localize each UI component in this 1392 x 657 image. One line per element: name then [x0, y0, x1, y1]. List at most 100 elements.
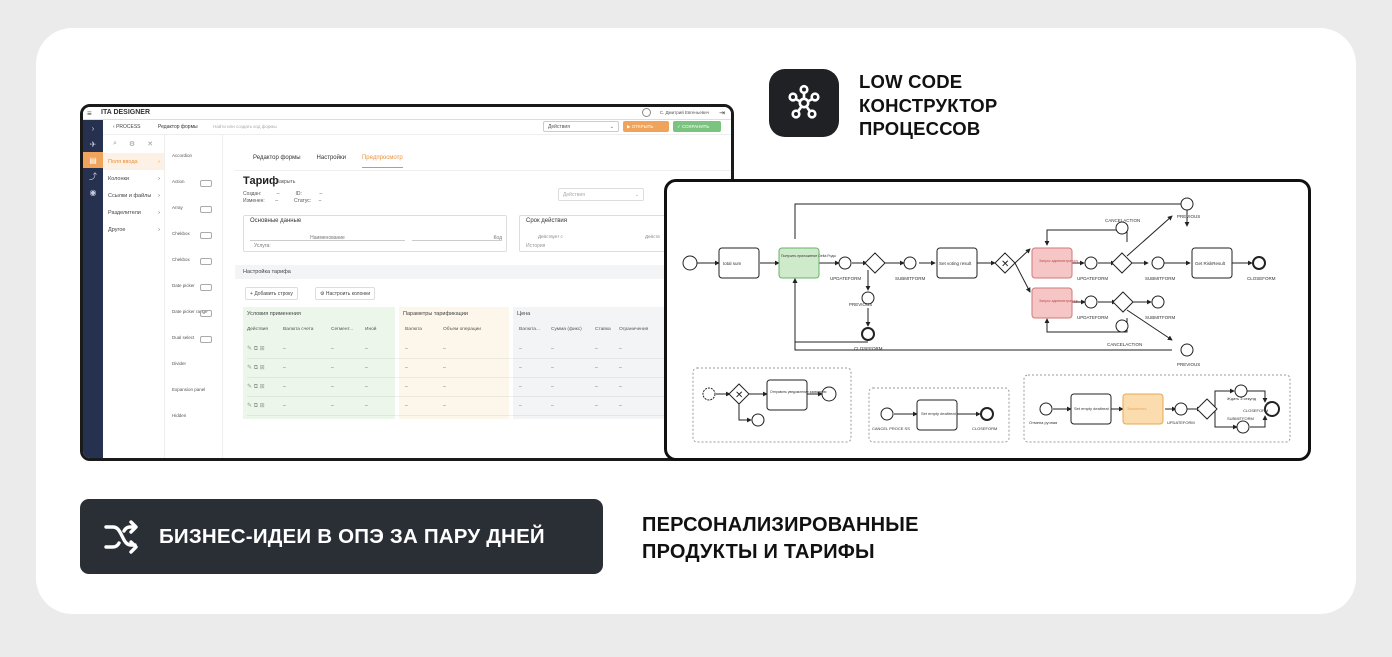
user-avatar-icon	[642, 108, 651, 117]
save-button[interactable]: ✓ СОХРАНИТЬ	[673, 121, 721, 132]
palette-item[interactable]: Date picker	[165, 281, 222, 307]
tab-settings[interactable]: Настройки	[316, 155, 346, 161]
event-previous-3	[1180, 343, 1194, 357]
palette-item[interactable]: Dual select	[165, 333, 222, 359]
edge-label: CLOSEFORM	[1243, 408, 1268, 413]
task-delta	[778, 247, 820, 279]
palette-item[interactable]: Array	[165, 203, 222, 229]
actions-select[interactable]: Действия⌄	[543, 121, 619, 132]
settings-icon[interactable]: ⚙	[128, 141, 136, 148]
tariff-settings-label: Настройка тарифа	[243, 269, 291, 275]
table-cell: –	[443, 403, 446, 409]
rail-eye-icon[interactable]: ◉	[89, 187, 97, 197]
history-link[interactable]: История	[526, 243, 546, 249]
sub2-start	[880, 407, 894, 421]
edge-label: SUBMITFORM	[895, 276, 925, 281]
designer-toolbar: ‹ PROCESS Редактор формы Найти или созда…	[103, 120, 731, 135]
palette-item[interactable]: Expansion panel	[165, 385, 222, 411]
process-flow-screenshot: ✕ total sum Получить приложение Delta Ро…	[664, 179, 1311, 461]
tab-editor[interactable]: Редактор формы	[253, 155, 301, 161]
palette-item[interactable]: Chekbox	[165, 229, 222, 255]
column-header: Ставка	[595, 327, 611, 332]
palette-item[interactable]: Divider	[165, 359, 222, 385]
gateway-x	[994, 252, 1016, 274]
table-row: ✎ ⧉ ⊞–––––––––	[247, 341, 717, 359]
node-label: Отправить уведомление заявителю	[770, 390, 827, 394]
table-cell: –	[595, 384, 598, 390]
task-risk	[1191, 247, 1233, 279]
table-cell: –	[519, 346, 522, 352]
close-form-link[interactable]: ‹ Закрыть	[273, 179, 296, 185]
row-actions-icon[interactable]: ✎ ⧉ ⊞	[247, 403, 265, 409]
palette-item[interactable]: Accordion	[165, 151, 222, 177]
code-field[interactable]: Код	[412, 228, 502, 241]
chevron-down-icon: ⌄	[609, 124, 614, 130]
edge-label: SUBMITFORM	[1145, 315, 1175, 320]
rail-rocket-icon[interactable]: ✈	[89, 139, 97, 149]
palette-item-label: Chekbox	[172, 257, 190, 262]
palette-item[interactable]: Action	[165, 177, 222, 203]
designer-screenshot: ≡ ITA DESIGNER С. Дмитрий Евгеньевич ⇥ ‹…	[80, 104, 734, 461]
rail-collapse-icon[interactable]: ›	[91, 123, 95, 133]
sub2-end	[980, 407, 994, 421]
row-actions-icon[interactable]: ✎ ⧉ ⊞	[247, 384, 265, 390]
name-field-label: Наименование	[310, 235, 345, 241]
sidebar-item-dividers[interactable]: Разделители›	[108, 209, 160, 216]
bottom-line-2: ПРОДУКТЫ И ТАРИФЫ	[642, 541, 875, 563]
table-cell: –	[331, 384, 334, 390]
main-data-label: Основные данные	[250, 218, 302, 224]
table-cell: –	[365, 384, 368, 390]
search-icon[interactable]: ⌕	[113, 140, 117, 147]
edge-label: CANCELACTION	[1105, 218, 1140, 223]
sidebar-item-columns[interactable]: Колонки›	[108, 175, 160, 182]
event-cancel-2	[1115, 319, 1129, 333]
menu-icon[interactable]: ≡	[87, 109, 92, 118]
back-link[interactable]: ‹ PROCESS	[113, 124, 141, 130]
actions-dropdown[interactable]: Действия⌄	[558, 188, 644, 201]
meta-id: ID:	[295, 191, 302, 197]
form-search-input[interactable]: Найти или создать код формы	[213, 124, 277, 129]
table-cell: –	[331, 346, 334, 352]
event-update-2	[1084, 256, 1098, 270]
meta-value: –	[319, 191, 323, 197]
form-canvas: Редактор формы Настройки Предпросмотр Та…	[223, 135, 731, 458]
breadcrumb-back[interactable]: PROCESS	[116, 124, 141, 130]
rail-chart-icon[interactable]: ⤴	[89, 171, 97, 181]
svg-text:✕: ✕	[1001, 259, 1009, 270]
table-cell: –	[519, 365, 522, 371]
row-actions-icon[interactable]: ✎ ⧉ ⊞	[247, 365, 265, 371]
row-actions-icon[interactable]: ✎ ⧉ ⊞	[247, 346, 265, 352]
palette-item[interactable]: Date picker range	[165, 307, 222, 333]
bottom-heading: ПЕРСОНАЛИЗИРОВАННЫЕ ПРОДУКТЫ И ТАРИФЫ	[642, 512, 919, 566]
palette-item[interactable]: Hidden	[165, 411, 222, 437]
task-total-sum	[718, 247, 760, 279]
sidebar-item-label: Колонки	[108, 175, 129, 182]
configure-columns-button[interactable]: ⚙ Настроить колонки	[315, 287, 376, 300]
node-label: total sum	[723, 261, 742, 266]
close-icon[interactable]: ✕	[147, 141, 154, 148]
add-row-label: Добавить строку	[254, 291, 293, 297]
rail-forms-icon[interactable]: ▤	[83, 152, 103, 168]
palette-item[interactable]: Chekbox	[165, 255, 222, 281]
table-cell: –	[283, 346, 286, 352]
add-row-button[interactable]: + Добавить строку	[245, 287, 298, 300]
edge-label: UPDATEFORM	[830, 276, 861, 281]
open-button-label: ОТКРЫТЬ	[631, 124, 654, 129]
sidebar-item-other[interactable]: Другое›	[108, 226, 160, 233]
tab-preview[interactable]: Предпросмотр	[361, 155, 403, 168]
node-label: Set empty dealtreat	[921, 411, 957, 416]
breadcrumb-current: Редактор формы	[158, 124, 198, 130]
component-palette: Accordion Action Array Chekbox Chekbox D…	[165, 135, 223, 458]
logout-icon[interactable]: ⇥	[719, 110, 725, 117]
table-cell: –	[619, 403, 622, 409]
name-field[interactable]: Наименование	[250, 228, 405, 241]
sidebar-item-inputs[interactable]: Поля ввода›	[103, 153, 164, 170]
edge-label: UPDATEFORM	[1077, 276, 1108, 281]
user-name[interactable]: С. Дмитрий Евгеньевич	[659, 110, 709, 115]
open-button[interactable]: ▶ ОТКРЫТЬ	[623, 121, 669, 132]
table-cell: –	[595, 346, 598, 352]
gateway-2	[1111, 252, 1133, 274]
component-sidebar: ⌕ ⚙ ✕ Поля ввода› Колонки› Ссылки и файлы›…	[103, 135, 165, 458]
sidebar-item-links[interactable]: Ссылки и файлы›	[108, 192, 160, 199]
left-rail: › ✈ ▤ ⤴ ◉	[83, 120, 103, 458]
